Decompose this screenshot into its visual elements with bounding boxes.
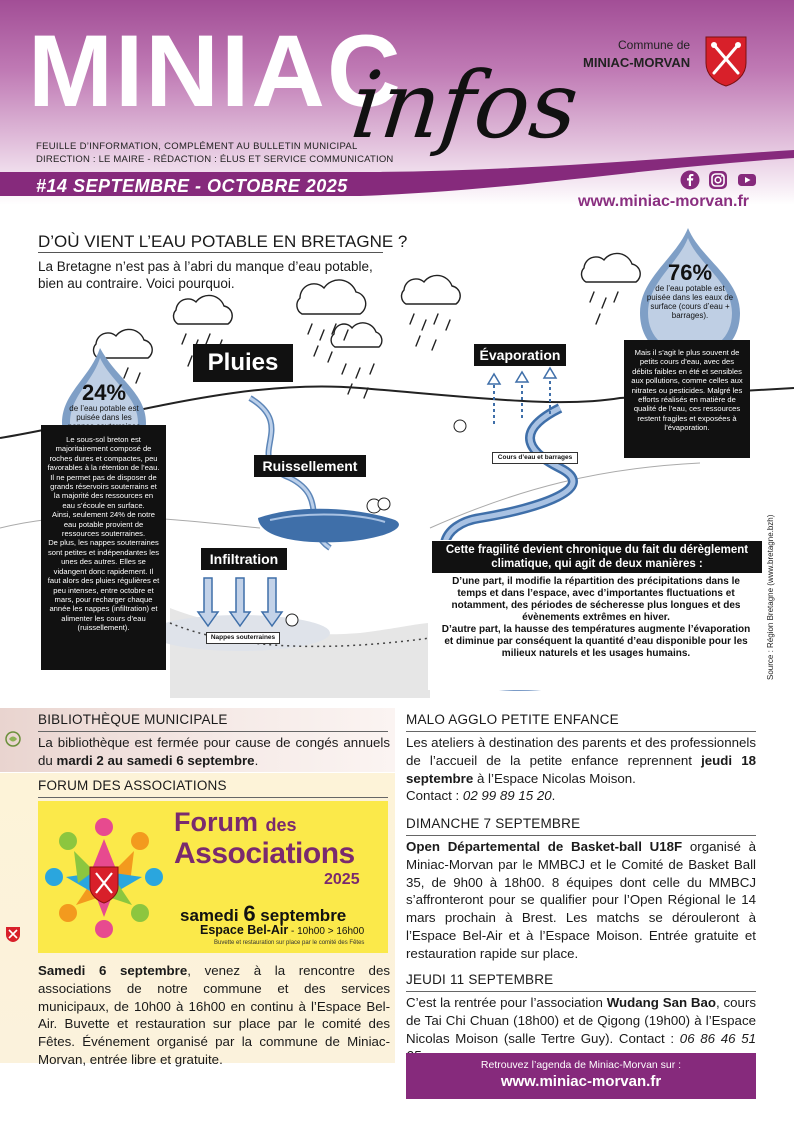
- poster-forum-word: Forum des: [174, 807, 297, 838]
- bib-text-pre: La bibliothèque est fermée pour cause de…: [38, 735, 390, 768]
- poster-date-num: 6: [243, 901, 256, 926]
- drop-right-text: 76% de l’eau potable est puisée dans les…: [645, 260, 735, 321]
- drop-right-percent: 76%: [667, 260, 713, 285]
- drop-left-percent: 24%: [81, 380, 127, 405]
- box-left-p2: Il ne permet pas de disposer de grands r…: [50, 472, 157, 510]
- bib-text-post: .: [254, 752, 259, 768]
- youtube-icon[interactable]: [737, 170, 757, 190]
- source-credit: Source : Région Bretagne (www.bretagne.b…: [766, 514, 775, 680]
- poster-date: samedi 6 septembre: [180, 901, 346, 927]
- label-infiltration: Infiltration: [201, 548, 287, 570]
- agenda-banner[interactable]: Retrouvez l’agenda de Miniac-Morvan sur …: [406, 1053, 756, 1099]
- forum-text: Samedi 6 septembre, venez à la rencontre…: [38, 962, 390, 1069]
- section-title-forum: FORUM DES ASSOCIATIONS: [38, 778, 227, 793]
- coat-of-arms-icon: [705, 36, 747, 87]
- poster-place: Espace Bel-Air - 10h00 > 16h00: [200, 923, 364, 937]
- agenda-website-link[interactable]: www.miniac-morvan.fr: [500, 1073, 662, 1090]
- bibliotheque-text: La bibliothèque est fermée pour cause de…: [38, 734, 390, 770]
- poster-place-name: Espace Bel-Air: [200, 923, 289, 937]
- eau-intro-text: La Bretagne n’est pas à l’abri du manque…: [38, 259, 373, 291]
- divider: [406, 731, 756, 732]
- info-box-eaux-surface: Mais il s’agit le plus souvent de petits…: [624, 340, 750, 458]
- dimanche-text: Open Départemental de Basket-ball U18F o…: [406, 838, 756, 963]
- jeudi-text-post: , cours de Tai Chi Chuan (18h00) et de Q…: [406, 995, 756, 1046]
- issue-banner-swoosh: [0, 150, 794, 196]
- label-pluies: Pluies: [193, 344, 293, 382]
- crest-mini-icon: [6, 927, 20, 942]
- website-link[interactable]: www.miniac-morvan.fr: [578, 193, 749, 210]
- section-title-bibliotheque: BIBLIOTHÈQUE MUNICIPALE: [38, 712, 228, 727]
- label-ruissellement: Ruissellement: [254, 455, 366, 477]
- title-underline: [38, 252, 383, 253]
- info-box-sous-sol: Le sous-sol breton est majoritairement c…: [41, 425, 166, 670]
- malo-contact-label: Contact :: [406, 788, 463, 804]
- agenda-line-1: Retrouvez l’agenda de Miniac-Morvan sur …: [480, 1059, 682, 1071]
- poster-hours: - 10h00 > 16h00: [288, 926, 365, 937]
- label-nappes: Nappes souterraines: [206, 632, 280, 644]
- jeudi-text-pre: C’est la rentrée pour l’association: [406, 995, 607, 1010]
- header-banner: [0, 0, 794, 205]
- malo-text-date: jeudi 18 septembre: [406, 752, 756, 786]
- box-left-p3: Ainsi, seulement 24% de notre eau potabl…: [52, 510, 155, 539]
- jeudi-text: C’est la rentrée pour l’association Wuda…: [406, 994, 756, 1065]
- fragilite-p2: D’autre part, la hausse des températures…: [441, 624, 751, 659]
- forum-text-body: , venez à la rencontre des associations …: [38, 963, 390, 1067]
- subtitle-line-1: FEUILLE D’INFORMATION, COMPLÉMENT AU BUL…: [36, 141, 358, 152]
- masthead-script-title: infos: [346, 52, 584, 159]
- fragilite-p1: D’une part, il modifie la répartition de…: [451, 576, 741, 623]
- label-cours-eau: Cours d’eau et barrages: [492, 452, 578, 464]
- section-title-dimanche: DIMANCHE 7 SEPTEMBRE: [406, 816, 581, 831]
- malo-text-pre: Les ateliers à destination des parents e…: [406, 735, 756, 768]
- commune-label: Commune de: [618, 38, 691, 52]
- poster-forum: Forum: [174, 807, 258, 837]
- bib-text-dates: mardi 2 au samedi 6 septembre: [56, 752, 255, 768]
- poster-note: Buvette et restauration sur place par le…: [214, 940, 365, 946]
- issue-number: #14 SEPTEMBRE - OCTOBRE 2025: [36, 176, 348, 196]
- box-left-p1: Le sous-sol breton est majoritairement c…: [47, 435, 160, 473]
- instagram-icon[interactable]: [708, 170, 728, 190]
- jeudi-text-assoc: Wudang San Bao: [606, 995, 716, 1010]
- section-title-malo: MALO AGGLO PETITE ENFANCE: [406, 712, 619, 727]
- malo-text: Les ateliers à destination des parents e…: [406, 734, 756, 805]
- subtitle-line-2: DIRECTION : LE MAIRE - RÉDACTION : ÉLUS …: [36, 154, 394, 165]
- forum-poster: Forum des Associations 2025 samedi 6 sep…: [38, 801, 388, 953]
- commune-name: MINIAC-MORVAN: [583, 55, 691, 70]
- facebook-icon[interactable]: [680, 170, 700, 190]
- book-leaf-icon: [5, 731, 21, 747]
- poster-date-pre: samedi: [180, 906, 244, 925]
- people-circle-logo: [45, 818, 163, 938]
- forum-text-date: Samedi 6 septembre: [38, 963, 188, 978]
- drop-right-caption: de l’eau potable est puisée dans les eau…: [646, 284, 734, 320]
- malo-contact-end: .: [551, 788, 556, 804]
- masthead-title: MINIAC: [28, 14, 403, 128]
- divider: [406, 835, 756, 836]
- divider: [38, 731, 388, 732]
- bibliotheque-background: [0, 708, 395, 772]
- section-title-eau: D’OÙ VIENT L’EAU POTABLE EN BRETAGNE ?: [38, 232, 408, 251]
- poster-date-post: septembre: [255, 906, 347, 925]
- divider: [38, 797, 388, 798]
- divider: [406, 991, 756, 992]
- dimanche-text-body: organisé à Miniac-Morvan par le MMBCJ et…: [406, 839, 756, 961]
- fragilite-heading: Cette fragilité devient chronique du fai…: [432, 541, 762, 573]
- label-evaporation: Évaporation: [474, 344, 566, 366]
- poster-associations: Associations: [174, 837, 355, 870]
- drop-left-text: 24% de l’eau potable est puisée dans les…: [62, 380, 146, 432]
- section-title-jeudi: JEUDI 11 SEPTEMBRE: [406, 972, 554, 987]
- dimanche-text-event: Open Départemental de Basket-ball U18F: [406, 839, 683, 854]
- malo-text-post: à l’Espace Nicolas Moison.: [473, 770, 636, 786]
- poster-des: des: [265, 815, 297, 835]
- box-left-p4: De plus, les nappes souterraines sont pe…: [47, 538, 160, 633]
- malo-contact-phone[interactable]: 02 99 89 15 20: [462, 788, 552, 804]
- poster-year: 2025: [324, 871, 360, 888]
